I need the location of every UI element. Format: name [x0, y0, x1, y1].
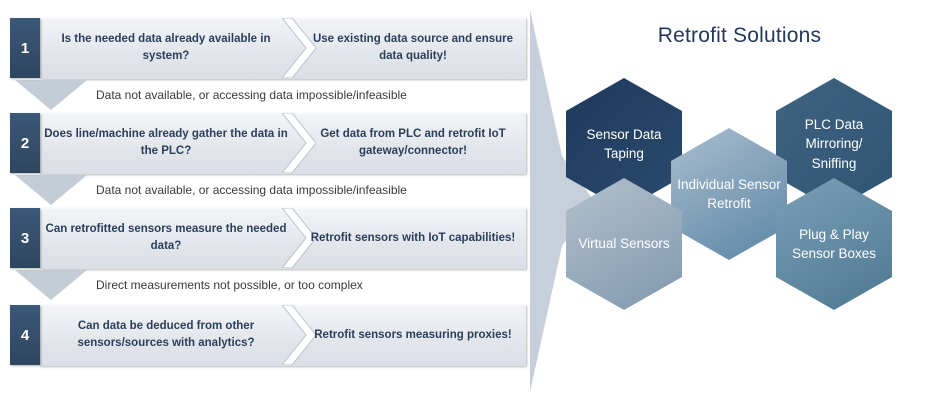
step-answer-1: Use existing data source and ensure data…: [312, 33, 514, 62]
flow-step-4[interactable]: 4 Can data be deduced from other sensors…: [10, 305, 526, 366]
flow-step-3[interactable]: 3 Can retrofitted sensors measure the ne…: [10, 208, 526, 269]
down-arrow-icon: [15, 270, 87, 300]
step-number-4: 4: [10, 305, 40, 365]
down-arrow-icon: [15, 175, 87, 205]
hexagon-virtual-sensors[interactable]: Virtual Sensors: [566, 178, 682, 310]
step-question-1: Is the needed data already available in …: [61, 33, 271, 62]
step-number-1: 1: [10, 18, 40, 78]
flow-connector-3: Direct measurements not possible, or too…: [10, 270, 526, 302]
hexagon-label: Individual Sensor Retrofit: [677, 176, 781, 211]
decision-flow: 1 Is the needed data already available i…: [10, 18, 526, 366]
step-question-3: Can retrofitted sensors measure the need…: [45, 223, 287, 252]
hexagon-individual-sensor-retrofit[interactable]: Individual Sensor Retrofit: [671, 128, 787, 260]
step-answer-4: Retrofit sensors measuring proxies!: [314, 328, 512, 341]
step-question-4: Can data be deduced from other sensors/s…: [77, 320, 255, 349]
hexagon-label: Plug & Play Sensor Boxes: [791, 226, 877, 261]
leads-to-arrow-icon: [530, 10, 594, 392]
connector-label-1: Data not available, or accessing data im…: [96, 88, 407, 102]
step-question-2: Does line/machine already gather the dat…: [44, 128, 288, 157]
retrofit-solutions-panel: Retrofit Solutions Sensor Data Taping PL…: [540, 0, 939, 402]
flow-connector-2: Data not available, or accessing data im…: [10, 175, 526, 207]
flow-connector-1: Data not available, or accessing data im…: [10, 80, 526, 112]
connector-label-2: Data not available, or accessing data im…: [96, 183, 407, 197]
hexagon-plug-play-sensor-boxes[interactable]: Plug & Play Sensor Boxes: [776, 178, 892, 310]
hexagon-label: Virtual Sensors: [578, 236, 670, 252]
step-answer-3: Retrofit sensors with IoT capabilities!: [310, 231, 516, 244]
step-number-3: 3: [10, 208, 40, 268]
step-number-2: 2: [10, 113, 40, 173]
hexagon-label: PLC Data Mirroring/ Sniffing: [804, 117, 864, 171]
connector-label-3: Direct measurements not possible, or too…: [96, 278, 363, 292]
hexagon-label: Sensor Data Taping: [586, 126, 662, 161]
flow-step-1[interactable]: 1 Is the needed data already available i…: [10, 18, 526, 79]
step-answer-2: Get data from PLC and retrofit IoT gatew…: [320, 128, 506, 157]
panel-title: Retrofit Solutions: [657, 24, 822, 47]
flow-step-2[interactable]: 2 Does line/machine already gather the d…: [10, 113, 526, 174]
down-arrow-icon: [15, 80, 87, 110]
